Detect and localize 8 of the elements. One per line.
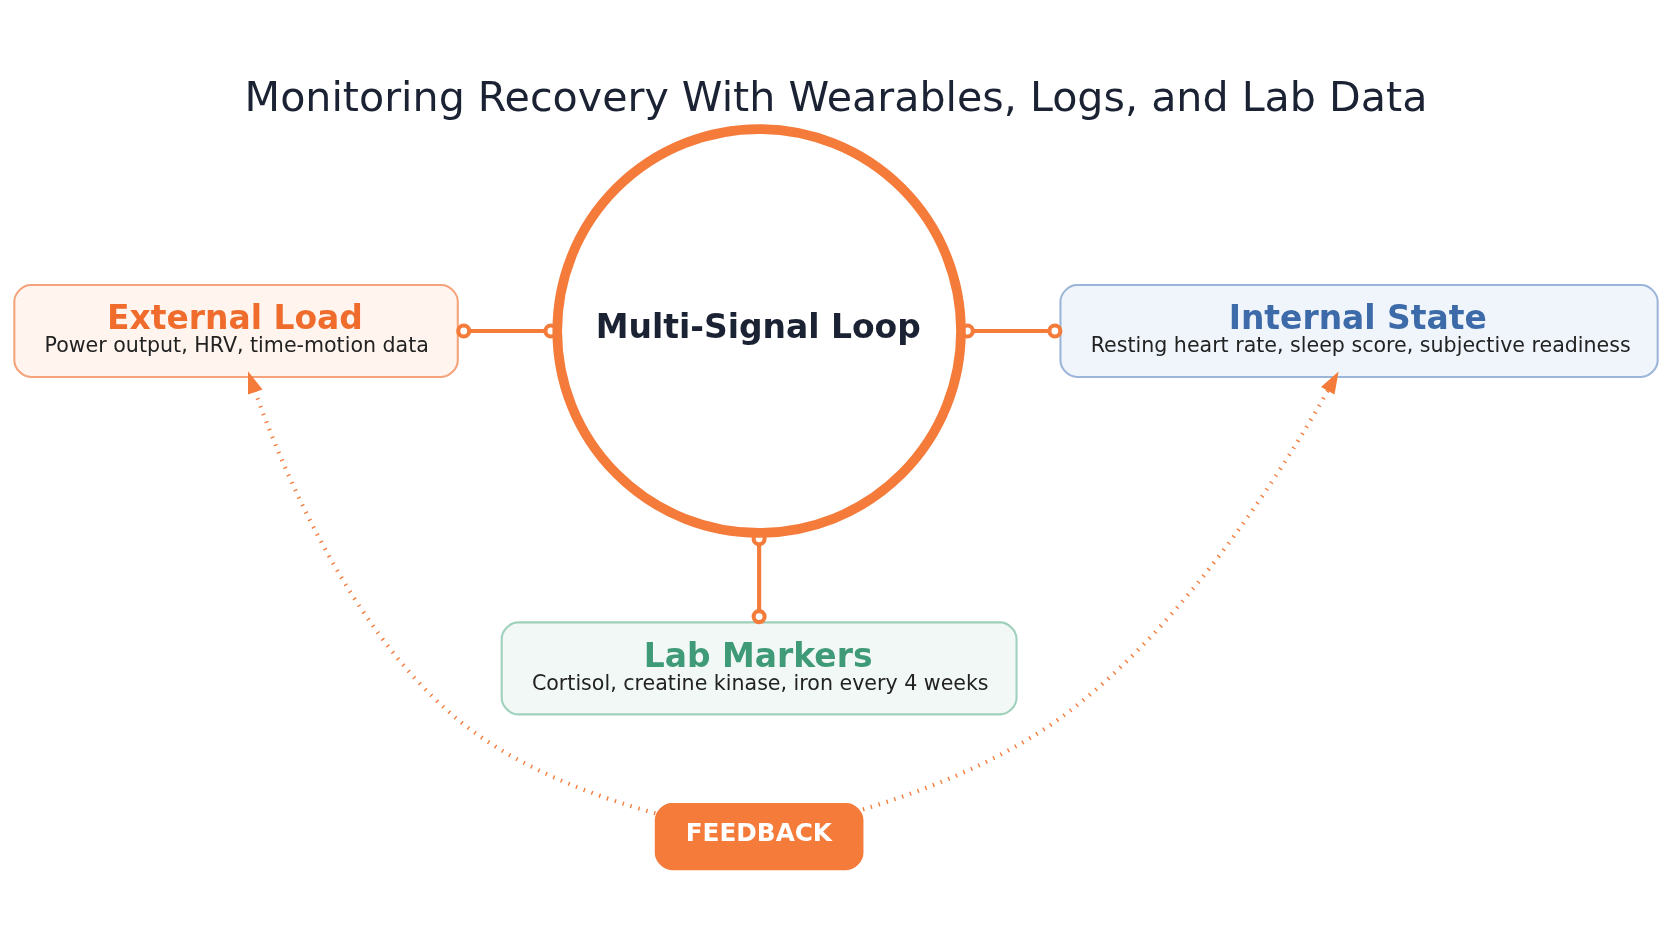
arrow (862, 371, 1339, 811)
diagram-title: Monitoring Recovery With Wearables, Logs, and Lab Data (244, 72, 1428, 121)
node-box: Internal State Resting heart rate, sleep score, subjective readiness (1059, 283, 1659, 378)
arrow (248, 370, 656, 815)
node-box: External Load Power output, HRV, time-motion data (13, 283, 459, 378)
node-box: FEEDBACK (654, 802, 864, 870)
node-box: Lab Markers Cortisol, creatine kinase, iron every 4 weeks (500, 620, 1018, 715)
node-circle: Multi-Signal Loop (552, 123, 966, 538)
